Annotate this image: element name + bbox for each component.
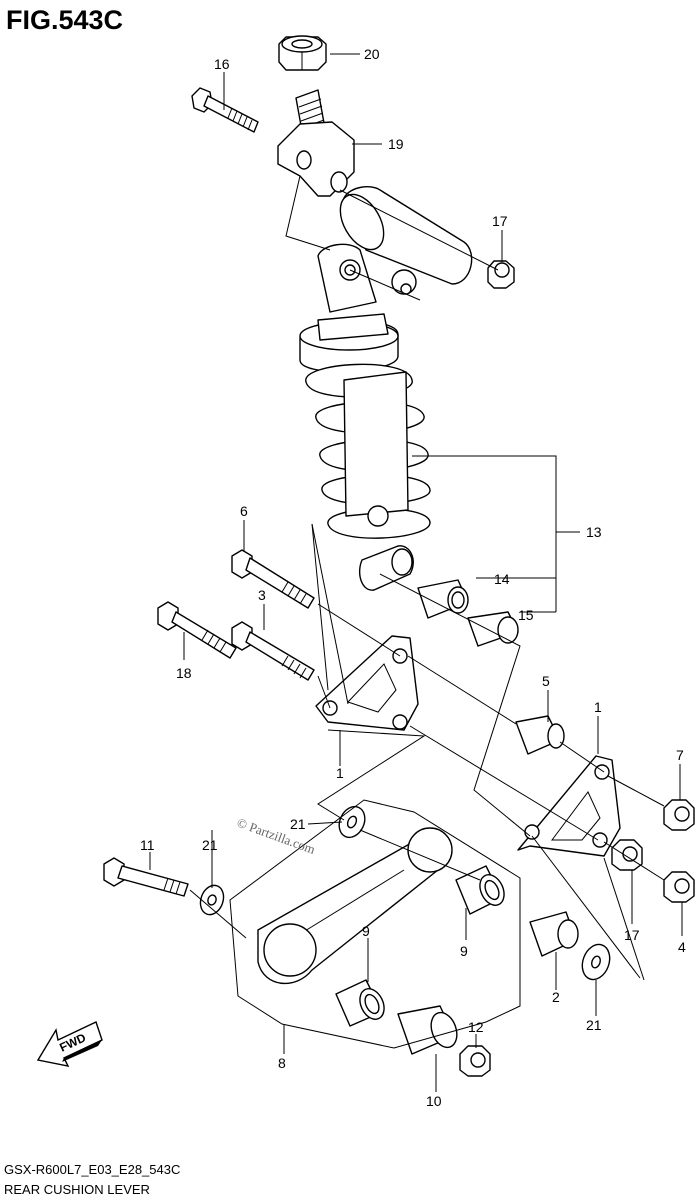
part-20-nut — [278, 35, 327, 71]
callout-3: 3 — [258, 587, 266, 603]
callout-6: 6 — [240, 503, 248, 519]
callout-13: 13 — [586, 524, 602, 540]
callout-5: 5 — [542, 673, 550, 689]
part-21-washer-left — [199, 884, 225, 916]
part-2-collar — [529, 911, 579, 957]
assembly-lines — [189, 175, 665, 1049]
fwd-arrow: FWD — [36, 1021, 103, 1067]
callout-14: 14 — [494, 571, 510, 587]
part-15-collar — [467, 611, 519, 647]
callout-20: 20 — [364, 46, 380, 62]
part-13-shock-absorber — [299, 243, 431, 591]
part-9-bearing-lower — [335, 979, 385, 1027]
part-3-bolt — [231, 621, 315, 681]
shock-reservoir — [339, 186, 473, 295]
figure-title: FIG.543C — [6, 5, 123, 35]
callout-12: 12 — [468, 1019, 484, 1035]
part-1-plate-left — [315, 635, 419, 731]
part-7-nut — [663, 799, 695, 831]
part-10-collar — [397, 1005, 458, 1055]
callout-17-top: 17 — [492, 213, 508, 229]
callout-10: 10 — [426, 1093, 442, 1109]
callout-9-left: 9 — [362, 923, 370, 939]
callout-4: 4 — [678, 939, 686, 955]
part-14-bearing — [417, 579, 469, 619]
callout-11: 11 — [140, 837, 155, 853]
callout-numbers: 20 16 19 17 13 14 15 6 3 18 5 1 1 7 21 1… — [140, 46, 686, 1109]
callout-21-upper: 21 — [290, 816, 306, 832]
part-18-bolt — [157, 601, 237, 659]
callout-17-lower: 17 — [624, 927, 640, 943]
part-19-upper-mount — [277, 89, 355, 197]
callout-18: 18 — [176, 665, 192, 681]
leader-lines — [149, 53, 683, 1092]
callout-1-left: 1 — [336, 765, 344, 781]
callout-19: 19 — [388, 136, 404, 152]
part-9-bearing-upper — [455, 865, 505, 915]
callout-2: 2 — [552, 989, 560, 1005]
callout-9-right: 9 — [460, 943, 468, 959]
part-11-bolt — [103, 857, 189, 897]
callout-8: 8 — [278, 1055, 286, 1071]
part-16-bolt — [191, 87, 259, 133]
section-name: REAR CUSHION LEVER — [4, 1182, 150, 1197]
part-4-nut — [663, 871, 695, 903]
callout-15: 15 — [518, 607, 534, 623]
model-code: GSX-R600L7_E03_E28_543C — [4, 1162, 180, 1177]
part-5-collar — [515, 715, 565, 755]
callout-21-right: 21 — [586, 1017, 602, 1033]
part-21-washer-right — [581, 943, 611, 981]
part-12-nut — [459, 1045, 491, 1077]
part-6-bolt — [231, 549, 315, 609]
callout-16: 16 — [214, 56, 230, 72]
callout-21-left: 21 — [202, 837, 218, 853]
part-17-nut-top — [487, 260, 515, 289]
callout-1-right: 1 — [594, 699, 602, 715]
part-17-nut-lower — [611, 839, 643, 871]
part-8-cushion-rod — [257, 827, 453, 985]
callout-7: 7 — [676, 747, 684, 763]
part-1-plate-right — [517, 755, 621, 857]
